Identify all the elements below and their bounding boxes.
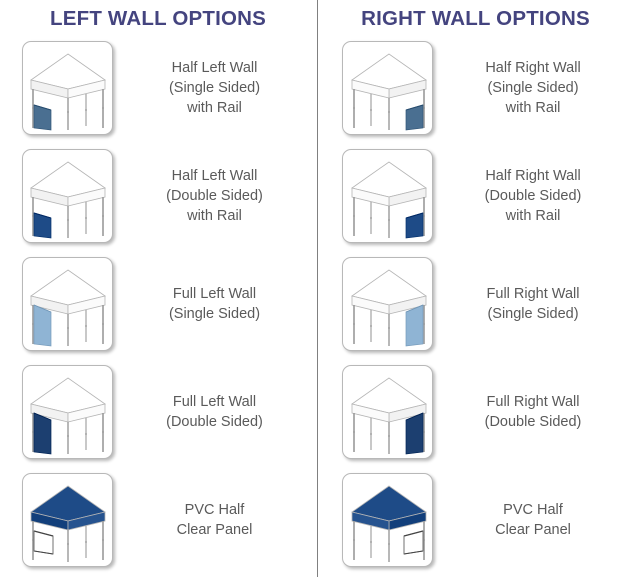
wall-option-label-line: Full Right Wall [486, 286, 580, 302]
column-divider [317, 0, 318, 577]
tent-pvc-half-clear-panel-right-icon[interactable] [342, 473, 433, 567]
wall-option-label-line: (Double Sided) [484, 188, 582, 204]
wall-option-label-line: (Double Sided) [484, 414, 582, 430]
wall-option-row[interactable]: Full Right Wall (Single Sided) [318, 250, 633, 358]
wall-option-label-line: (Double Sided) [166, 188, 263, 204]
wall-option-label-line: Half Left Wall [171, 60, 258, 76]
wall-option-label: Full Right Wall (Double Sided) [433, 392, 633, 432]
wall-option-label-line: Full Left Wall [172, 286, 257, 302]
wall-option-label-line: Full Left Wall [172, 394, 257, 410]
wall-option-label-line: with Rail [187, 100, 242, 116]
right-options-list: Half Right Wall (Single Sided) with Rail H… [318, 34, 633, 574]
wall-option-label-line: (Single Sided) [487, 80, 579, 96]
wall-option-label: Full Left Wall (Double Sided) [113, 392, 316, 432]
wall-option-label-line: (Single Sided) [168, 306, 261, 322]
wall-option-label-line: PVC Half [503, 502, 563, 518]
wall-option-label-line: with Rail [505, 100, 561, 116]
tent-full-left-wall-single-icon[interactable] [22, 257, 113, 351]
tent-half-right-wall-single-rail-icon[interactable] [342, 41, 433, 135]
wall-option-label-line: Full Right Wall [486, 394, 580, 410]
wall-option-row[interactable]: Half Left Wall (Single Sided) with Rail [0, 34, 316, 142]
wall-option-row[interactable]: Half Right Wall (Single Sided) with Rail [318, 34, 633, 142]
wall-option-label-line: (Single Sided) [168, 80, 261, 96]
right-column-title: RIGHT WALL OPTIONS [361, 7, 590, 30]
tent-full-right-wall-single-icon[interactable] [342, 257, 433, 351]
tent-half-left-wall-double-rail-icon[interactable] [22, 149, 113, 243]
wall-option-label-line: (Single Sided) [487, 306, 579, 322]
wall-option-label-line: Half Left Wall [171, 168, 258, 184]
right-wall-options-column: RIGHT WALL OPTIONS Half Right Wall (Singl… [318, 0, 633, 577]
wall-option-label: Half Right Wall (Single Sided) with Rail [433, 58, 633, 118]
wall-option-label-line: with Rail [187, 208, 242, 224]
left-wall-options-column: LEFT WALL OPTIONS Half Left Wall (Single … [0, 0, 316, 577]
wall-option-label: Half Left Wall (Double Sided) with Rail [113, 166, 316, 226]
wall-option-row[interactable]: Half Right Wall (Double Sided) with Rail [318, 142, 633, 250]
wall-option-row[interactable]: Full Left Wall (Double Sided) [0, 358, 316, 466]
wall-option-label-line: Clear Panel [176, 522, 253, 538]
wall-option-row[interactable]: Half Left Wall (Double Sided) with Rail [0, 142, 316, 250]
wall-option-row[interactable]: Full Right Wall (Double Sided) [318, 358, 633, 466]
tent-pvc-half-clear-panel-left-icon[interactable] [22, 473, 113, 567]
wall-option-label-line: Clear Panel [495, 522, 571, 538]
wall-option-label: Half Left Wall (Single Sided) with Rail [113, 58, 316, 118]
wall-option-label-line: (Double Sided) [166, 414, 263, 430]
tent-full-right-wall-double-icon[interactable] [342, 365, 433, 459]
tent-half-right-wall-double-rail-icon[interactable] [342, 149, 433, 243]
wall-option-label: Full Left Wall (Single Sided) [113, 284, 316, 324]
left-options-list: Half Left Wall (Single Sided) with Rail Ha… [0, 34, 316, 574]
left-column-title: LEFT WALL OPTIONS [50, 7, 266, 30]
wall-option-label-line: Half Right Wall [485, 60, 581, 76]
wall-option-label: Full Right Wall (Single Sided) [433, 284, 633, 324]
wall-option-label-line: Half Right Wall [485, 168, 581, 184]
wall-option-label: Half Right Wall (Double Sided) with Rail [433, 166, 633, 226]
wall-option-row[interactable]: Full Left Wall (Single Sided) [0, 250, 316, 358]
wall-option-label-line: PVC Half [184, 502, 245, 518]
tent-half-left-wall-single-rail-icon[interactable] [22, 41, 113, 135]
wall-option-label-line: with Rail [505, 208, 561, 224]
tent-full-left-wall-double-icon[interactable] [22, 365, 113, 459]
